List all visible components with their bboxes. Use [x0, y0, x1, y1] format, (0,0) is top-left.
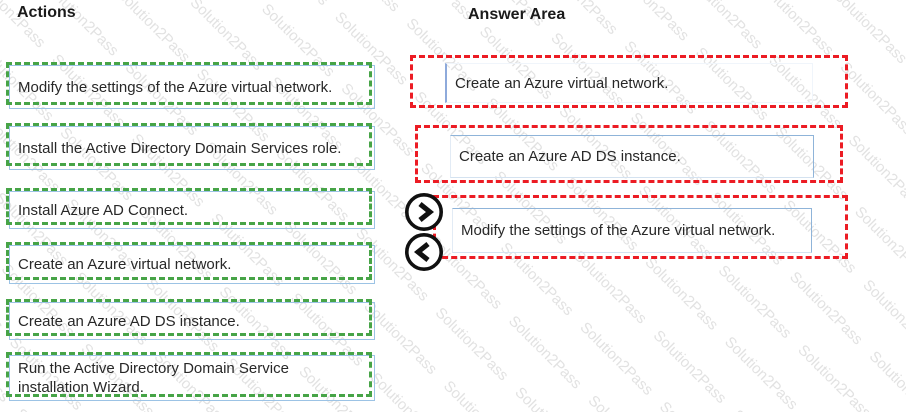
action-item-label: Install the Active Directory Domain Serv…: [18, 139, 342, 157]
answer-slot-3[interactable]: Modify the settings of the Azure virtual…: [433, 195, 848, 259]
answer-panel-title: Answer Area: [468, 6, 566, 23]
action-item-create-vnet[interactable]: Create an Azure virtual network.: [6, 242, 375, 284]
action-item-modify-vnet[interactable]: Modify the settings of the Azure virtual…: [6, 62, 375, 109]
action-item-create-adds-instance[interactable]: Create an Azure AD DS instance.: [6, 299, 375, 340]
answer-item-label: Create an Azure AD DS instance.: [459, 148, 681, 165]
answer-item-modify-vnet[interactable]: Modify the settings of the Azure virtual…: [452, 208, 812, 253]
answer-item-label: Create an Azure virtual network.: [455, 74, 669, 92]
action-item-label: Create an Azure AD DS instance.: [18, 312, 240, 330]
actions-panel-title: Actions: [17, 4, 76, 21]
answer-slot-1[interactable]: Create an Azure virtual network.: [410, 55, 848, 108]
chevron-left-icon: [404, 232, 444, 272]
move-right-button[interactable]: [403, 191, 445, 233]
action-item-label: Modify the settings of the Azure virtual…: [18, 78, 333, 96]
answer-slot-2[interactable]: Create an Azure AD DS instance.: [415, 125, 843, 183]
action-item-run-wizard[interactable]: Run the Active Directory Domain Service …: [6, 352, 375, 401]
chevron-right-icon: [404, 192, 444, 232]
move-left-button[interactable]: [403, 231, 445, 273]
action-item-label: Run the Active Directory Domain Service …: [18, 360, 289, 396]
answer-item-create-adds-instance[interactable]: Create an Azure AD DS instance.: [450, 135, 814, 178]
answer-item-label: Modify the settings of the Azure virtual…: [461, 222, 776, 239]
answer-item-create-vnet[interactable]: Create an Azure virtual network.: [445, 63, 813, 103]
action-item-label: Install Azure AD Connect.: [18, 201, 189, 219]
action-item-label: Create an Azure virtual network.: [18, 256, 232, 273]
action-item-install-ad-connect[interactable]: Install Azure AD Connect.: [6, 188, 375, 229]
action-item-install-adds-role[interactable]: Install the Active Directory Domain Serv…: [6, 123, 375, 170]
